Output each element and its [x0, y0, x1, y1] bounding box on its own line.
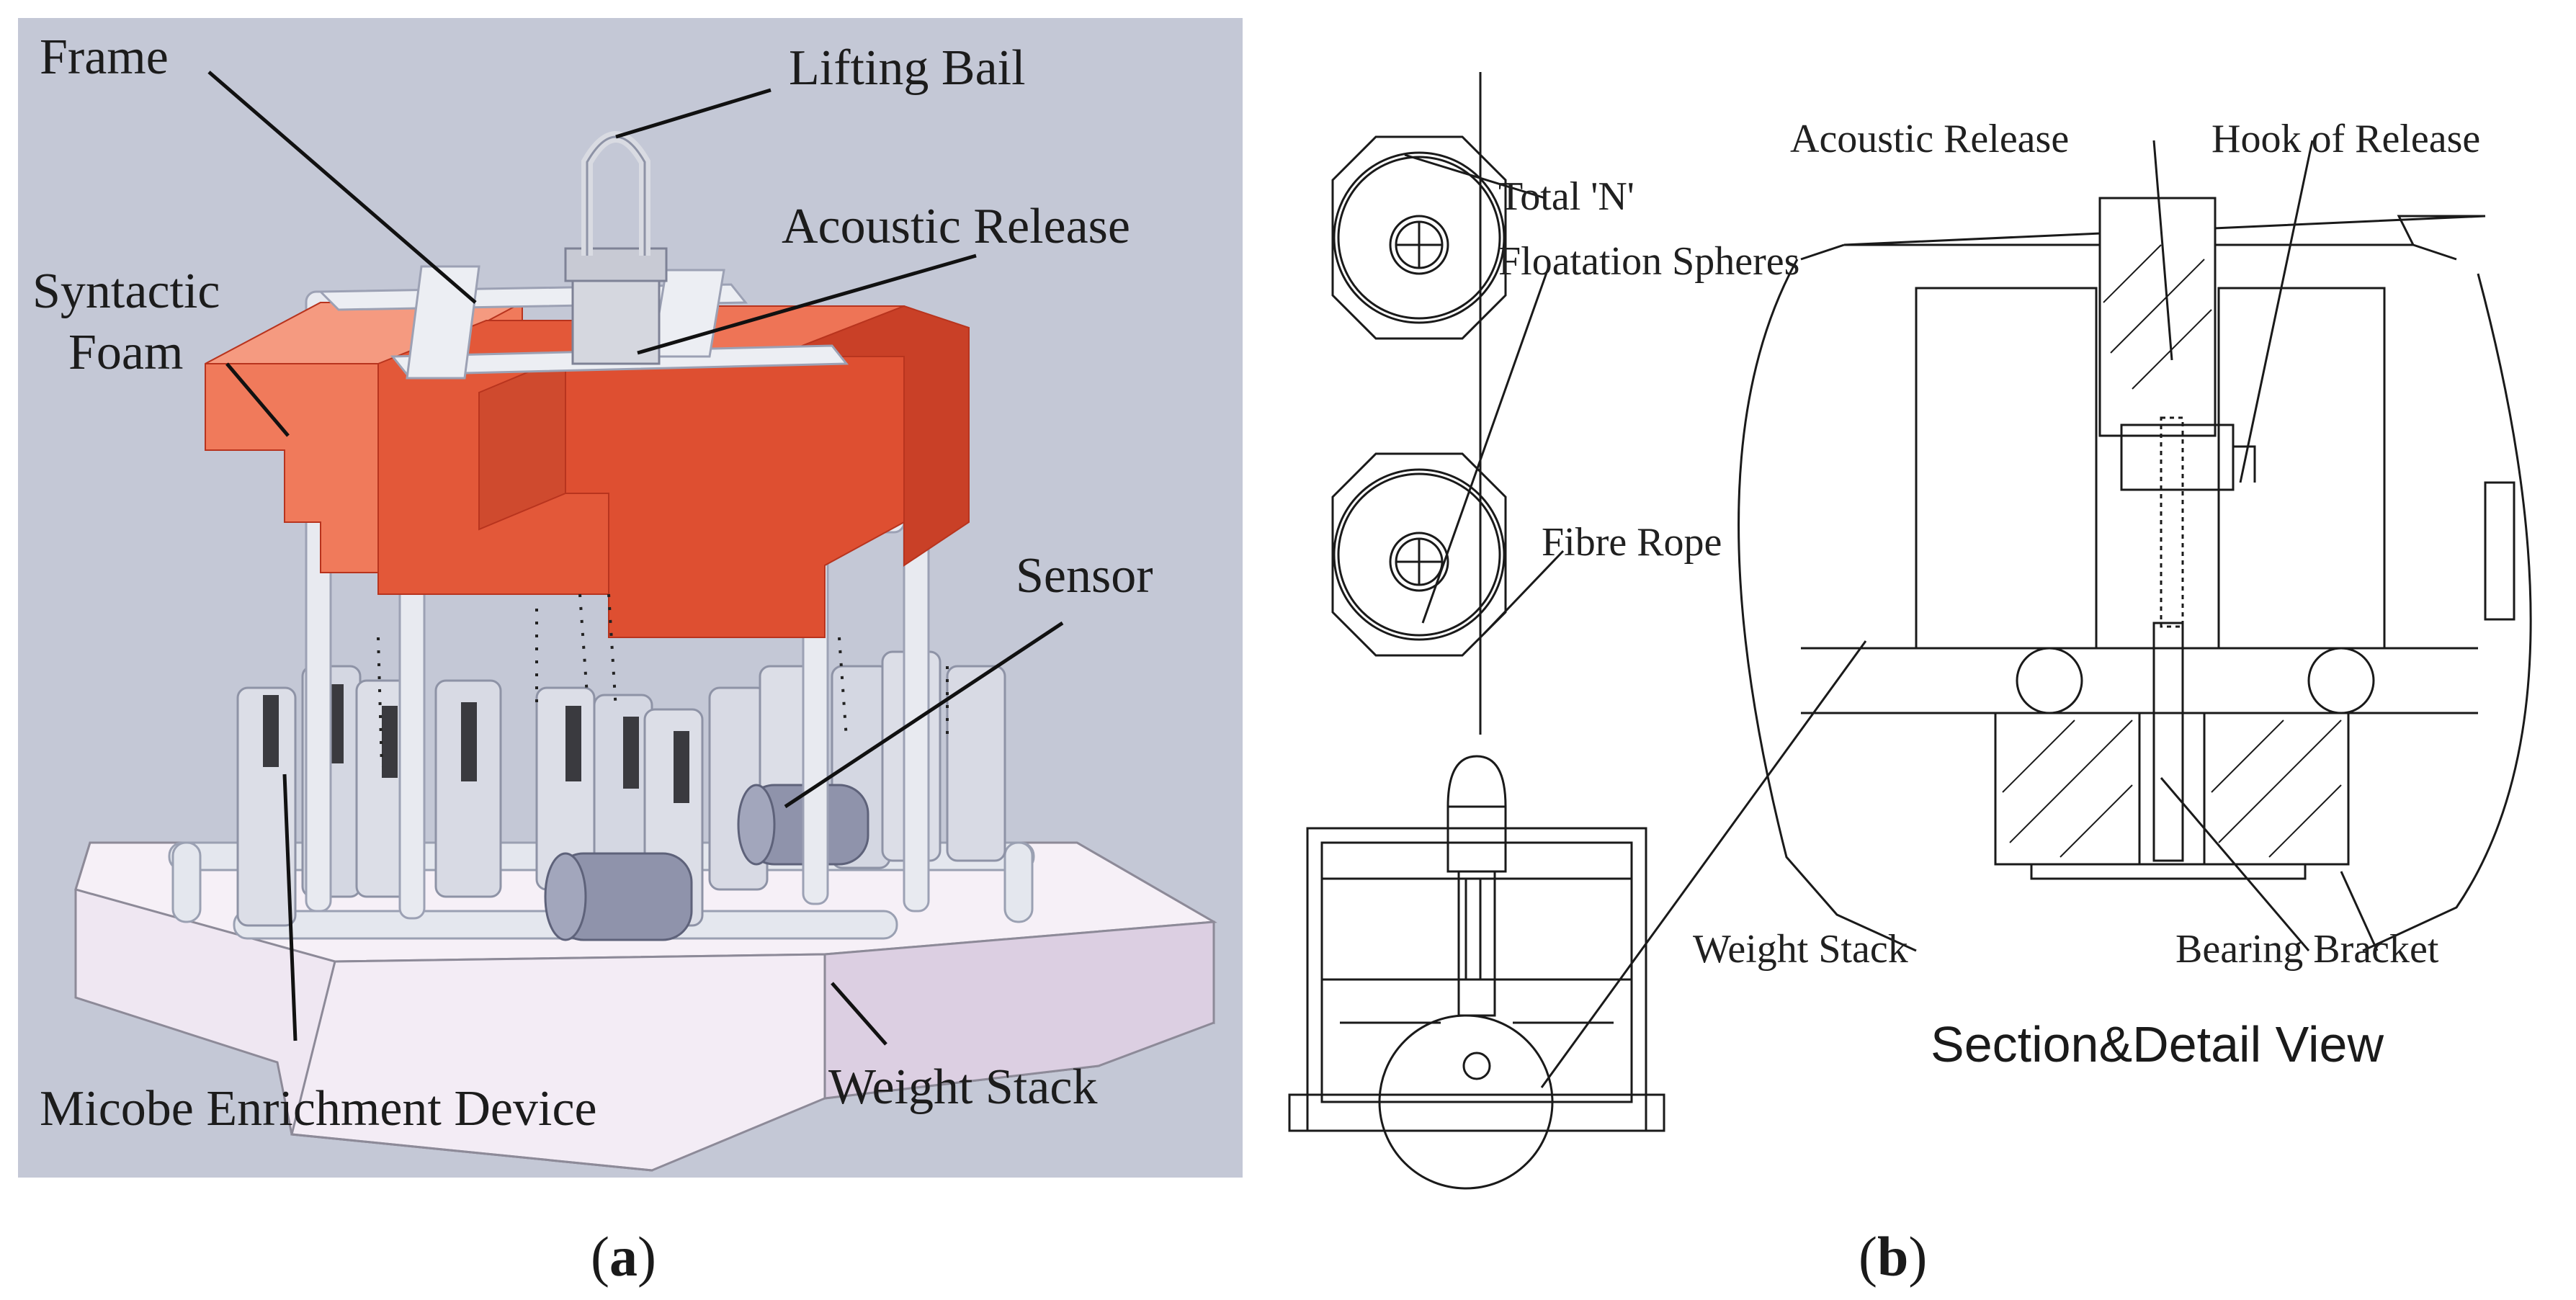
- label-floatation-spheres: Floatation Spheres: [1498, 239, 1800, 284]
- label-syntactic-foam-1: Syntactic: [32, 264, 220, 319]
- label-microbe-enrichment-device: Micobe Enrichment Device: [40, 1081, 597, 1137]
- lander-elevation: [1288, 755, 1665, 1190]
- caption-b-letter: b: [1877, 1225, 1909, 1288]
- label-lifting-bail: Lifting Bail: [789, 40, 1026, 96]
- section-detail-drawing: [1288, 72, 2532, 1190]
- syntactic-foam-blocks: [205, 302, 970, 638]
- label-sensor: Sensor: [1016, 548, 1153, 604]
- lander-3d-illustration: [74, 71, 1217, 1172]
- lifting-bail: [581, 131, 650, 256]
- label-weight-stack: Weight Stack: [828, 1059, 1098, 1115]
- caption-b: (b): [1859, 1225, 1928, 1288]
- label-hook-of-release: Hook of Release: [2211, 117, 2481, 161]
- label-frame: Frame: [40, 30, 169, 85]
- leader-lines: [207, 71, 1064, 1046]
- hatching: [2002, 244, 2342, 858]
- label-acoustic-release: Acoustic Release: [782, 199, 1130, 254]
- label-bearing-bracket: Bearing Bracket: [2175, 927, 2439, 972]
- leader-lines-b-left: [1404, 153, 1867, 1088]
- caption-a: (a): [591, 1225, 656, 1288]
- label-total-n: Total 'N': [1498, 174, 1634, 219]
- acoustic-release-unit: [564, 247, 668, 365]
- panel-a-3d-render: Frame Lifting Bail Acoustic Release Synt…: [18, 18, 1243, 1178]
- caption-a-letter: a: [609, 1225, 638, 1288]
- panel-b-section-drawing: Total 'N' Floatation Spheres Fibre Rope …: [1268, 14, 2557, 1196]
- label-fibre-rope: Fibre Rope: [1542, 520, 1722, 565]
- dotted-lines: [377, 593, 949, 768]
- label-weight-stack-b: Weight Stack: [1693, 927, 1908, 972]
- label-section-detail-view: Section&Detail View: [1931, 1016, 2384, 1072]
- floatation-sphere-top: [1331, 135, 1507, 340]
- detail-view: [1738, 197, 2532, 952]
- label-syntactic-foam-2: Foam: [68, 325, 184, 380]
- leader-lines-b-right: [2152, 140, 2379, 951]
- label-acoustic-release-b: Acoustic Release: [1790, 117, 2070, 161]
